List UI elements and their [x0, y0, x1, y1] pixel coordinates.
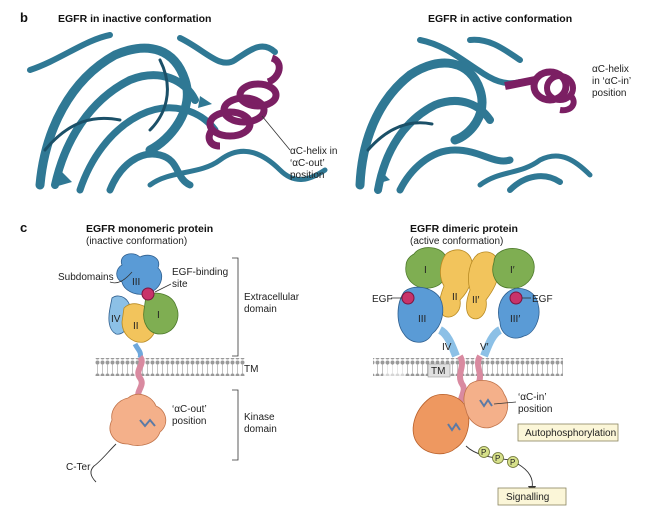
mono-domain-II: II	[133, 321, 139, 332]
egf-binding-label-1: EGF-binding	[172, 267, 228, 278]
egf-binding-label-2: site	[172, 279, 188, 290]
extracellular-label-1: Extracellular	[244, 292, 300, 303]
active-helix-label-3: position	[592, 88, 626, 99]
signalling-box	[497, 487, 567, 506]
mono-domain-I: I	[157, 310, 160, 321]
egf-left-label: EGF	[372, 294, 393, 305]
mono-domain-III: III	[132, 277, 140, 288]
autophosphorylation-label: Autophosphorylation	[525, 428, 616, 439]
extracellular-bracket	[232, 257, 239, 357]
panel-b-letter: b	[20, 10, 28, 25]
membrane-monomer	[95, 358, 245, 376]
extracellular-label-2: domain	[244, 304, 277, 315]
panel-c-letter: c	[20, 220, 27, 235]
tm-label: TM	[244, 364, 258, 375]
phospho-group-3: P	[507, 456, 519, 468]
inactive-helix-label-2: ‘αC-out’	[290, 158, 325, 169]
monomer-title: EGFR monomeric protein	[86, 223, 213, 235]
dimer-domain-III: III	[418, 314, 426, 325]
kinase-label-2: domain	[244, 424, 277, 435]
dimer-domain-IV: IV	[442, 342, 452, 353]
monomer-subtitle: (inactive conformation)	[86, 236, 187, 247]
inactive-structure-image	[27, 30, 330, 194]
ac-out-label-2: position	[172, 416, 206, 427]
dimer-receptor	[397, 247, 540, 455]
dimer-domain-II-prime: II′	[472, 295, 480, 306]
ac-out-label-1: ‘αC-out’	[172, 404, 207, 415]
alpha-c-helix-in	[504, 68, 577, 114]
dimer-domain-III-prime: III′	[510, 314, 520, 325]
inactive-structure-title: EGFR in inactive conformation	[58, 13, 211, 25]
egf-right-label: EGF	[532, 294, 553, 305]
ac-in-label-1: ‘αC-in’	[518, 392, 547, 403]
c-ter-label: C-Ter	[66, 462, 91, 473]
inactive-helix-label-3: position	[290, 170, 324, 181]
svg-text:P: P	[495, 454, 500, 463]
ac-in-label-2: position	[518, 404, 552, 415]
membrane-dimer	[373, 358, 563, 376]
dimer-domain-I: I	[424, 265, 427, 276]
dimer-domain-IV-prime: V′	[480, 342, 489, 353]
alpha-c-helix-out	[205, 54, 283, 150]
autophosphorylation-box	[517, 423, 619, 442]
active-helix-label-1: αC-helix	[592, 64, 629, 75]
dimer-domain-II: II	[452, 292, 458, 303]
mono-domain-IV: IV	[111, 314, 121, 325]
dimer-subtitle: (active conformation)	[410, 236, 503, 247]
dimer-title: EGFR dimeric protein	[410, 223, 518, 235]
kinase-label-1: Kinase	[244, 412, 275, 423]
monomer-receptor	[90, 253, 179, 483]
active-structure-title: EGFR in active conformation	[428, 13, 572, 25]
active-helix-label-2: in ‘αC-in’	[592, 76, 631, 87]
kinase-bracket	[232, 389, 239, 461]
dimer-domain-I-prime: I′	[510, 265, 515, 276]
inactive-helix-label-1: αC-helix in	[290, 146, 337, 157]
phospho-group-2: P	[492, 452, 504, 464]
svg-text:P: P	[481, 448, 486, 457]
active-structure-image	[355, 36, 593, 194]
svg-text:P: P	[510, 458, 515, 467]
signalling-arrow	[517, 463, 533, 489]
dimer-tm-label: TM	[431, 366, 445, 377]
signalling-label: Signalling	[506, 492, 549, 503]
subdomains-label: Subdomains	[58, 272, 114, 283]
phospho-group-1: P	[478, 446, 490, 458]
